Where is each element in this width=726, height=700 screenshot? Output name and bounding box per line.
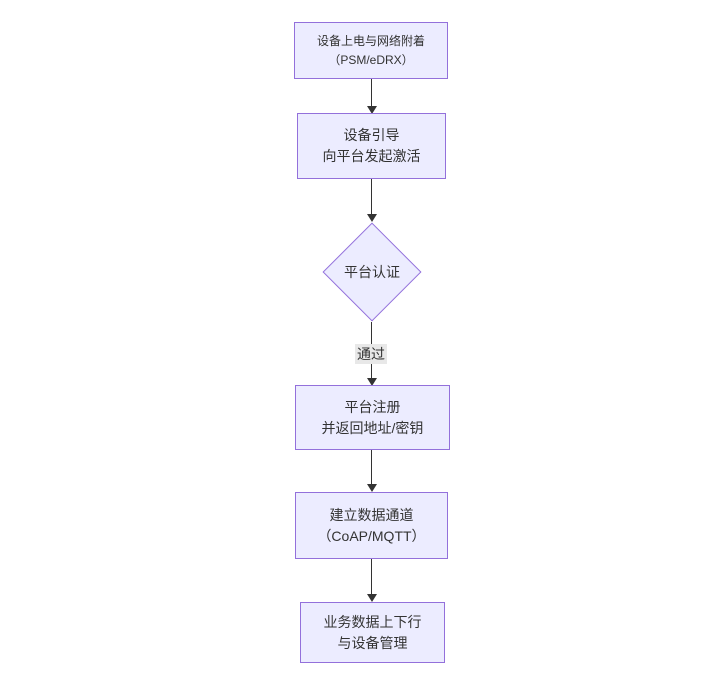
- arrow-line: [371, 450, 372, 484]
- node-text-line: 平台注册: [344, 398, 401, 415]
- edge-label-pass: 通过: [355, 344, 387, 364]
- node-text-line: 业务数据上下行: [323, 613, 422, 630]
- arrowhead-down-icon: [366, 594, 377, 602]
- node-text-line: 向平台发起激活: [322, 148, 421, 164]
- node-text-line: 平台认证: [344, 264, 400, 280]
- node-text-line: 与设备管理: [337, 634, 408, 651]
- node-text-line: （CoAP/MQTT）: [317, 527, 426, 544]
- node-text-line: （PSM/eDRX）: [328, 52, 414, 67]
- node-text-line: 设备引导: [343, 127, 400, 143]
- arrow-bootstrap-to-auth: [366, 179, 377, 222]
- flow-node-register: 平台注册 并返回地址/密钥: [295, 385, 450, 450]
- arrowhead-down-icon: [366, 484, 377, 492]
- flow-node-platform-auth-decision: 平台认证: [322, 222, 422, 322]
- flow-node-business-data: 业务数据上下行 与设备管理: [300, 602, 445, 663]
- arrow-channel-to-business: [366, 559, 377, 602]
- arrow-register-to-channel: [366, 450, 377, 492]
- node-text-line: 并返回地址/密钥: [321, 419, 424, 436]
- node-text-line: 设备上电与网络附着: [316, 33, 425, 48]
- flow-node-data-channel: 建立数据通道 （CoAP/MQTT）: [295, 492, 448, 559]
- flow-node-bootstrap: 设备引导 向平台发起激活: [297, 113, 446, 179]
- arrow-line: [371, 559, 372, 594]
- arrow-line: [371, 79, 372, 106]
- arrowhead-down-icon: [366, 378, 377, 386]
- arrow-power-to-bootstrap: [366, 79, 377, 114]
- arrowhead-down-icon: [366, 106, 377, 114]
- arrowhead-down-icon: [366, 214, 377, 222]
- node-text-line: 建立数据通道: [329, 506, 414, 523]
- flow-node-power-attach: 设备上电与网络附着 （PSM/eDRX）: [294, 22, 448, 79]
- arrow-line: [371, 179, 372, 214]
